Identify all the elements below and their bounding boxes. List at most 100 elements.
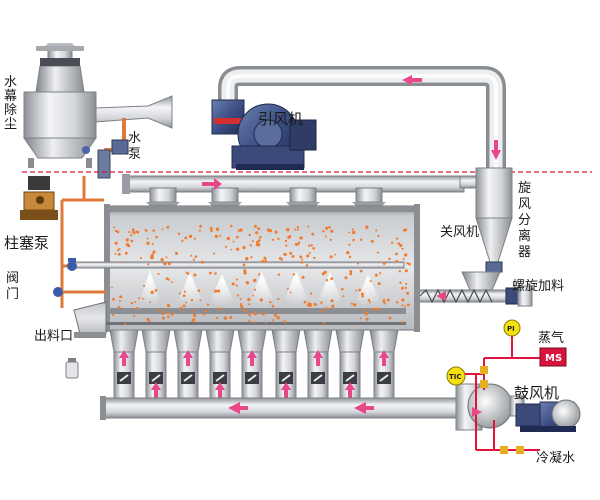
particle	[266, 228, 270, 232]
particle	[212, 252, 216, 255]
particle	[243, 269, 247, 273]
particle	[325, 279, 329, 282]
hopper	[109, 329, 139, 399]
scrubber-label: 水 幕 除 尘	[4, 75, 17, 132]
particle	[215, 316, 219, 320]
particle	[324, 235, 327, 238]
particle	[397, 242, 400, 245]
particle	[294, 228, 297, 231]
particle	[215, 227, 220, 231]
particle	[288, 235, 292, 238]
particle	[296, 226, 299, 229]
particle	[200, 260, 204, 264]
particle	[224, 245, 228, 248]
particle	[194, 255, 198, 258]
particle	[206, 303, 210, 306]
particle	[308, 252, 311, 255]
particle	[146, 317, 150, 321]
particle	[364, 312, 369, 316]
screw-feeder-label: 螺旋加料	[512, 279, 564, 294]
particle	[190, 299, 194, 302]
outlet-label: 出料口	[34, 329, 73, 344]
particle	[175, 251, 178, 255]
particle	[284, 239, 288, 243]
particle	[230, 248, 233, 251]
particle	[154, 289, 158, 292]
particle	[149, 255, 154, 260]
particle	[352, 230, 356, 235]
particle	[299, 255, 303, 259]
particle	[383, 302, 386, 305]
particle	[330, 299, 334, 303]
particle	[283, 252, 287, 257]
particle	[349, 269, 353, 273]
particle	[372, 307, 376, 311]
particle	[408, 262, 411, 266]
particle	[156, 309, 160, 312]
particle	[401, 247, 404, 250]
svg-text:除: 除	[4, 103, 17, 118]
particle	[359, 317, 362, 320]
particle	[124, 251, 128, 255]
particle	[261, 260, 264, 263]
particle	[243, 271, 247, 275]
particle	[165, 256, 168, 259]
particle	[324, 307, 328, 310]
particle	[231, 282, 235, 286]
particle	[210, 229, 213, 232]
particle	[124, 322, 126, 325]
particle	[252, 294, 255, 297]
particle	[177, 232, 181, 235]
particle	[402, 258, 405, 260]
particle	[406, 261, 409, 265]
particle	[388, 316, 392, 320]
particle	[331, 304, 335, 308]
particle	[127, 244, 131, 248]
particle	[239, 302, 242, 306]
flow-arrow	[472, 407, 482, 417]
particle	[286, 227, 290, 232]
particle	[235, 235, 239, 239]
svg-text:PI: PI	[507, 325, 515, 333]
particle	[398, 270, 402, 273]
particle	[226, 236, 231, 241]
hopper	[173, 329, 203, 399]
particle	[184, 236, 188, 240]
steam-valve-box: MS	[539, 347, 567, 367]
particle	[188, 234, 193, 239]
particle	[308, 244, 311, 247]
particle	[295, 242, 299, 246]
particle	[382, 261, 386, 265]
particle	[247, 312, 251, 316]
particle	[386, 298, 390, 302]
particle	[147, 263, 150, 266]
particle	[181, 239, 184, 243]
particle	[161, 316, 165, 320]
cyclone-separator	[459, 167, 513, 273]
particle	[132, 230, 135, 234]
particle	[329, 238, 332, 241]
particle	[401, 304, 404, 307]
hopper	[141, 329, 171, 399]
svg-text:器: 器	[518, 245, 531, 260]
particle	[255, 243, 259, 247]
particle	[117, 305, 121, 309]
particle	[379, 272, 382, 275]
induced-fan	[211, 99, 317, 170]
particle	[277, 237, 280, 241]
particle	[296, 228, 300, 231]
flow-arrow	[494, 140, 498, 150]
particle	[193, 273, 197, 277]
svg-text:TIC: TIC	[449, 373, 462, 381]
particle	[113, 226, 116, 229]
particle	[118, 248, 121, 251]
particle	[330, 277, 334, 281]
particle	[125, 238, 129, 242]
particle	[312, 247, 315, 250]
particle	[300, 261, 304, 264]
particle	[163, 261, 167, 266]
particle	[360, 292, 364, 296]
exhaust-duct	[218, 66, 506, 175]
particle	[119, 295, 123, 299]
particle	[193, 237, 196, 240]
